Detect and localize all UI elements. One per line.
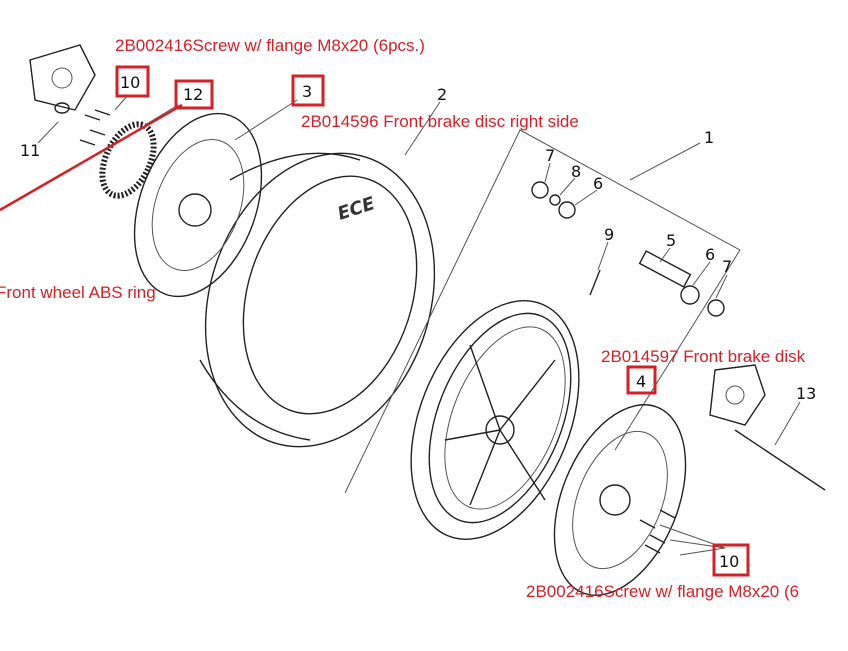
part-number: 6 xyxy=(593,174,603,193)
brake-disc-left xyxy=(553,404,687,596)
assembly-box xyxy=(344,129,741,494)
highlight-box-10-bottom xyxy=(712,543,750,577)
pin xyxy=(589,269,601,296)
leader-lines xyxy=(37,94,801,556)
part-number: 13 xyxy=(796,384,816,403)
spacer-bearings xyxy=(531,181,725,317)
caliper-left xyxy=(29,44,96,114)
part-number: 9 xyxy=(604,225,614,244)
tire: ECE xyxy=(199,152,436,448)
part-number: 12 xyxy=(183,85,203,104)
callout-screw-top: 2B002416Screw w/ flange M8x20 (6pcs.) xyxy=(115,36,425,55)
abs-pointer-line xyxy=(0,103,183,212)
part-number: 7 xyxy=(545,146,555,165)
part-number: 7 xyxy=(722,257,732,276)
tire-marking: ECE xyxy=(335,193,378,225)
caliper-right xyxy=(709,364,766,426)
abs-ring xyxy=(99,121,157,199)
callout-screw-bottom: 2B002416Screw w/ flange M8x20 (6 xyxy=(526,582,799,601)
screws-top xyxy=(79,109,111,146)
part-number: 10 xyxy=(120,73,140,92)
screws-bottom xyxy=(639,509,676,554)
callout-disc-right: 2B014596 Front brake disc right side xyxy=(301,112,579,131)
part-number: 1 xyxy=(704,128,714,147)
part-number: 6 xyxy=(705,245,715,264)
part-number: 8 xyxy=(571,162,581,181)
part-number: 3 xyxy=(302,82,312,101)
wheel-rim xyxy=(410,300,580,540)
highlight-box-12 xyxy=(174,79,214,110)
part-number: 4 xyxy=(636,372,646,391)
part-number: 10 xyxy=(719,552,739,571)
callout-abs-ring: Front wheel ABS ring xyxy=(0,283,156,302)
part-number: 5 xyxy=(666,231,676,250)
callout-disc-left: 2B014597 Front brake disk xyxy=(601,347,806,366)
part-number: 2 xyxy=(437,85,447,104)
brake-disc-right xyxy=(133,112,263,298)
highlight-box-10-top xyxy=(115,65,150,98)
highlight-box-3 xyxy=(291,74,325,107)
part-number: 11 xyxy=(20,141,40,160)
axle xyxy=(734,429,826,491)
highlight-box-4 xyxy=(626,365,657,395)
